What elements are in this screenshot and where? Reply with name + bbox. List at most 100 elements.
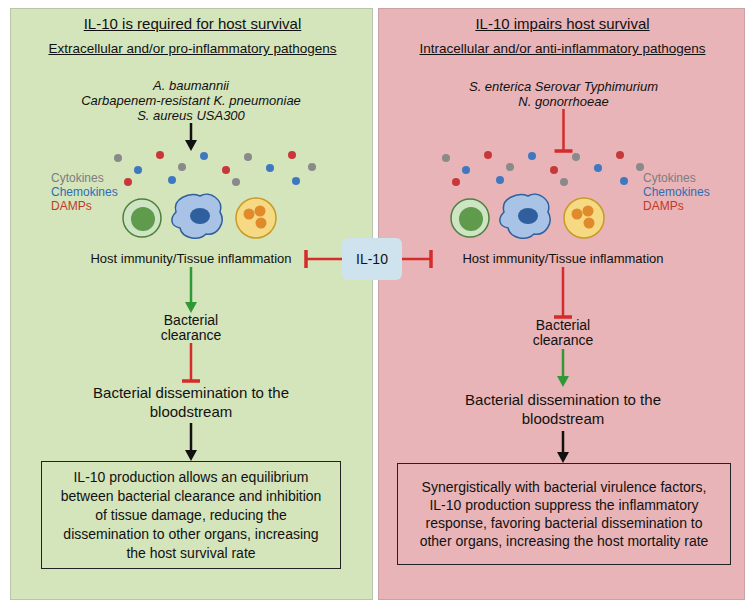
activation-arrow [557,431,569,463]
cell-membrane [500,194,550,238]
process-text: Bacterial dissemination to the bloodstre… [81,383,301,421]
damp-dot [156,151,164,159]
macrophage-cell [172,194,222,238]
process-label: Bacterial clearance [523,317,603,349]
damps-label: DAMPs [643,199,715,213]
cell-nucleus [459,207,483,231]
pathogen-name: Carbapenem-resistant K. pneumoniae [81,93,301,108]
cell-nucleus [518,208,538,224]
chemokine-dot [200,152,208,160]
panel-subtitle: Intracellular and/or anti-inflammatory p… [379,41,746,57]
cell-membrane [451,199,489,237]
cell-membrane [123,199,161,237]
inhibition-arrow [554,267,572,317]
damp-dot [550,166,558,174]
cell-nucleus [190,208,210,224]
chemokine-dot [620,177,628,185]
chemokine-dot [266,164,274,172]
pathogen-name: S. aureus USA300 [137,108,245,123]
inhibition-bar [182,379,200,383]
chemokine-dot [496,176,504,184]
cell-membrane [236,198,276,238]
immune-response: CytokinesChemokinesDAMPsHost immunity/Ti… [431,151,701,267]
process-text: Bacterial clearance [523,318,603,348]
pathogen-name: N. gonorrhoeae [518,94,608,109]
activation-arrow [557,349,569,387]
cytokines-label: Cytokines [51,171,123,185]
chemokine-dot [528,152,536,160]
panel: IL-10 is required for host survivalExtra… [10,8,373,600]
damp-dot [288,151,296,159]
cytokine-dot [244,153,252,161]
cell-membrane [564,198,604,238]
cell-nucleus [256,218,267,229]
cytokine-dot [442,154,450,162]
inhibition-arrow [555,109,573,151]
activation-arrow [185,123,197,151]
cytokine-dot [308,163,316,171]
damps-label: DAMPs [51,199,123,213]
panel-title: IL-10 is required for host survival [11,15,374,33]
cytokines-label: Cytokines [643,171,715,185]
chemokines-label: Chemokines [51,185,123,199]
pathogen-name: S. enterica Serovar Typhimurium [469,79,658,94]
damp-dot [222,166,230,174]
connector-line [562,109,565,151]
lymphocyte-cell [451,199,489,237]
connector-line [190,423,193,452]
summary-text: Synergistically with bacterial virulence… [416,478,712,550]
damp-dot [452,178,460,186]
inhibition-arrow [306,250,342,268]
process-label: Host immunity/Tissue inflammation [433,251,693,267]
cell-nucleus [244,209,255,220]
process-label: Host immunity/Tissue inflammation [61,251,321,267]
summary-text: IL-10 production allows an equilibrium b… [58,468,324,563]
arrow-head [557,376,569,387]
lymphocyte-cell [123,199,161,237]
connector-line [190,267,193,304]
cytokine-dot [178,163,186,171]
connector-line [402,258,431,261]
macrophage-cell [500,194,550,238]
summary-box: Synergistically with bacterial virulence… [397,463,731,565]
chemokine-dot [168,176,176,184]
inhibition-bar [555,149,573,153]
process-text: Bacterial dissemination to the bloodstre… [453,390,673,428]
panel-subtitle: Extracellular and/or pro-inflammatory pa… [11,41,374,57]
chemokine-dot [134,166,142,174]
cytokine-dot [572,153,580,161]
connector-line [562,267,565,317]
cell-nucleus [572,209,583,220]
cytokine-dot [114,154,122,162]
node-label: IL-10 [356,251,388,267]
connector-line [562,431,565,454]
process-text: Bacterial clearance [151,313,231,343]
panel-title: IL-10 impairs host survival [379,15,746,33]
cell-nucleus [583,206,594,217]
panel: IL-10 impairs host survivalIntracellular… [378,8,745,600]
inhibition-bar [554,315,572,319]
pathogen-list: S. enterica Serovar TyphimuriumN. gonorr… [441,79,686,109]
activation-arrow [185,423,197,461]
cytokine-dot [560,178,568,186]
arrow-head [185,302,197,313]
chemokine-dot [462,166,470,174]
inhibition-bar [304,250,308,268]
inhibition-bar [429,250,433,268]
pathogen-list: A. baumanniiCarbapenem-resistant K. pneu… [61,77,321,123]
cell-nucleus [255,206,266,217]
cytokine-node: IL-10 [342,238,402,280]
neutrophil-cell [236,198,276,238]
process-label: Bacterial dissemination to the bloodstre… [81,381,301,423]
cell-nucleus [131,207,155,231]
arrow-head [185,140,197,151]
cytokine-dot [506,163,514,171]
chemokine-dot [594,164,602,172]
cytokine-dot [636,163,644,171]
summary-box: IL-10 production allows an equilibrium b… [41,461,341,569]
connector-line [190,343,193,381]
cell-membrane [172,194,222,238]
